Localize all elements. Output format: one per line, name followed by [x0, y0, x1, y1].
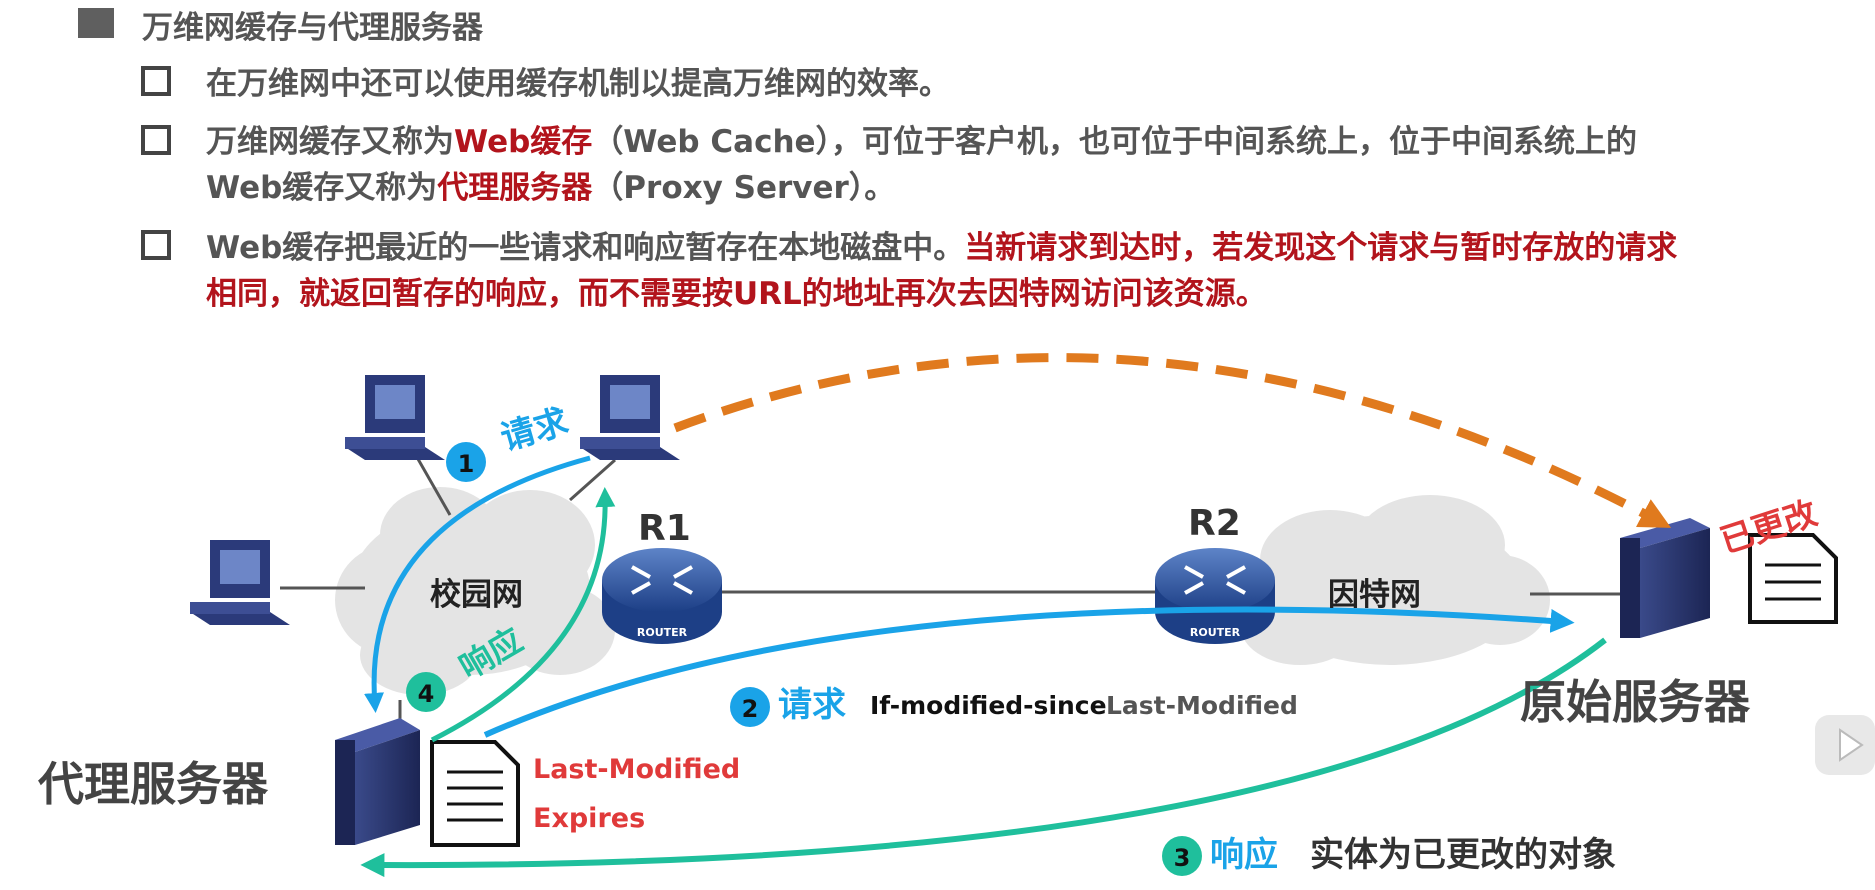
bullet-1: 在万维网中还可以使用缓存机制以提高万维网的效率。 [206, 58, 950, 103]
step2-badge: 2 [742, 695, 759, 723]
page-title: 万维网缓存与代理服务器 [142, 10, 483, 46]
step3-badge: 3 [1174, 844, 1191, 872]
computer-icon [190, 540, 290, 625]
step4-badge: 4 [418, 680, 435, 708]
bullet-3-line-2: 相同，就返回暂存的响应，而不需要按URL的地址再次去因特网访问该资源。 [206, 268, 1267, 313]
computer-icon [580, 375, 680, 460]
bullet-2-highlight: Web缓存 [454, 124, 593, 160]
bullet-3-text: Web缓存把最近的一些请求和响应暂存在本地磁盘中。 [206, 230, 965, 266]
play-button-icon[interactable] [1815, 715, 1875, 775]
heading-square-icon [78, 8, 114, 38]
bullet-3-highlight: 当新请求到达时，若发现这个请求与暂时存放的请求 [964, 230, 1678, 266]
step3-description: 实体为已更改的对象 [1310, 835, 1616, 875]
dashed-request-arrow [673, 353, 1672, 528]
origin-document-icon [1748, 533, 1838, 624]
bullet-2-text: （Proxy Server）。 [592, 170, 896, 206]
r2-label: R2 [1188, 503, 1241, 544]
step1-request-arrow [364, 455, 591, 713]
computer-icon [345, 375, 445, 460]
bullet-2-text: （Web Cache），可位于客户机，也可位于中间系统上，位于中间系统上的 [592, 124, 1638, 160]
expires-tag: Expires [533, 803, 645, 834]
step3-response-arrow [360, 637, 1607, 878]
step2-label: 请求 [778, 685, 846, 725]
bullet-3-highlight: 相同，就返回暂存的响应，而不需要按URL的地址再次去因特网访问该资源。 [206, 276, 1267, 312]
origin-server-label: 原始服务器 [1520, 675, 1751, 729]
bullet-2-line-2: Web缓存又称为代理服务器（Proxy Server）。 [206, 162, 895, 207]
last-modified-tag: Last-Modified [533, 754, 740, 785]
step1-badge: 1 [458, 450, 475, 478]
bullet-2-text: 万维网缓存又称为 [206, 124, 454, 160]
router-tag: ROUTER [637, 626, 688, 639]
origin-server-icon [1620, 518, 1710, 638]
router-icon: ROUTER [1155, 548, 1275, 644]
step1-label: 请求 [496, 401, 572, 458]
internet-cloud [1240, 495, 1550, 665]
campus-network-cloud [335, 487, 615, 695]
bullet-1-text: 在万维网中还可以使用缓存机制以提高万维网的效率。 [206, 66, 950, 102]
checkbox-icon [141, 125, 171, 155]
step2-value: Last-Modified [1106, 691, 1298, 720]
bullet-3-line-1: Web缓存把最近的一些请求和响应暂存在本地磁盘中。当新请求到达时，若发现这个请求… [206, 222, 1677, 267]
proxy-server-label: 代理服务器 [37, 757, 269, 811]
step3-label: 响应 [1210, 835, 1278, 875]
bullet-2-text: Web缓存又称为 [206, 170, 438, 206]
cached-document-icon [430, 740, 520, 847]
internet-label: 因特网 [1328, 577, 1421, 613]
bullet-2-highlight: 代理服务器 [437, 170, 593, 206]
r1-label: R1 [638, 508, 691, 549]
proxy-server-icon [335, 718, 420, 845]
checkbox-icon [141, 230, 171, 260]
bullet-2-line-1: 万维网缓存又称为Web缓存（Web Cache），可位于客户机，也可位于中间系统… [206, 116, 1637, 161]
router-icon: ROUTER [602, 548, 722, 644]
campus-network-label: 校园网 [430, 577, 523, 613]
checkbox-icon [141, 66, 171, 96]
step4-response-arrow [430, 487, 616, 743]
router-tag: ROUTER [1190, 626, 1241, 639]
step2-request-arrow [483, 606, 1575, 738]
step2-header: If-modified-since [870, 691, 1107, 720]
